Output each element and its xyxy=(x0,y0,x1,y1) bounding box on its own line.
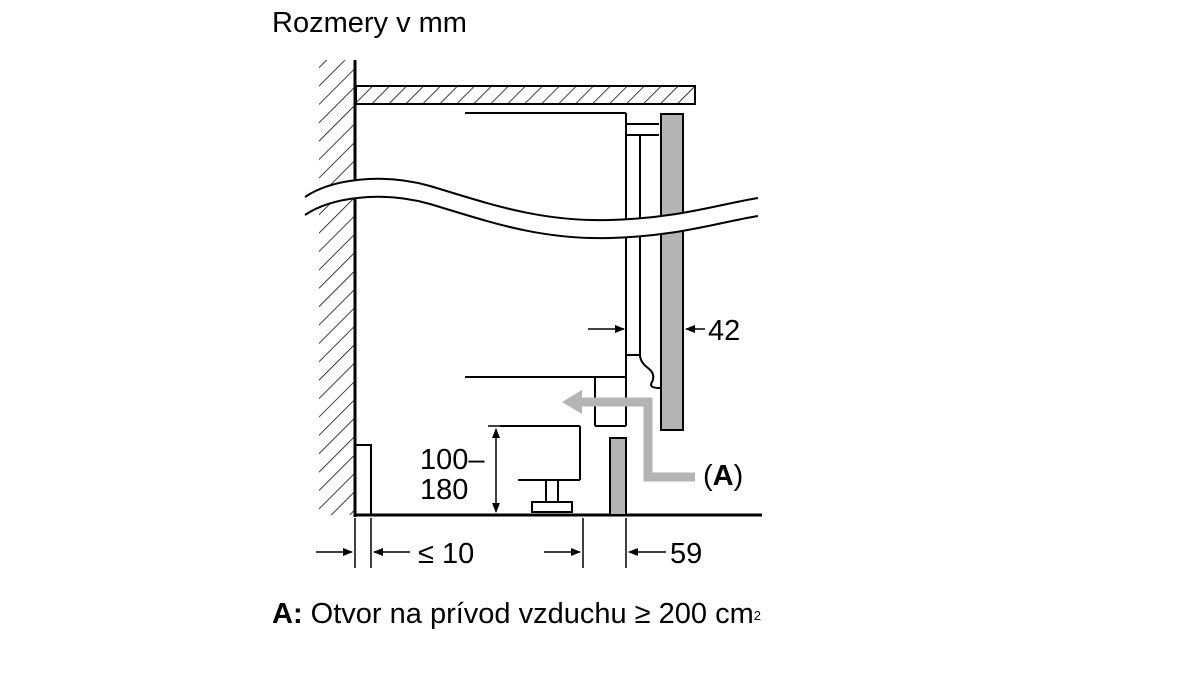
worktop xyxy=(355,85,696,105)
dimension-wall-gap xyxy=(316,518,410,568)
callout-open-paren: ( xyxy=(703,460,713,492)
callout-a: (A) xyxy=(703,460,743,492)
callout-letter: A xyxy=(713,460,734,492)
door-panel xyxy=(660,113,684,431)
dimension-plinth-height-line1: 100– xyxy=(420,444,485,476)
wall xyxy=(319,60,357,517)
dimension-plinth-height xyxy=(488,425,500,513)
callout-close-paren: ) xyxy=(734,460,744,492)
dimension-plinth-depth-label: 59 xyxy=(670,538,702,570)
break-wave xyxy=(304,177,759,240)
dimension-plinth-depth xyxy=(544,518,666,568)
diagram-title: Rozmery v mm xyxy=(272,7,467,39)
dimension-wall-gap-label: ≤ 10 xyxy=(418,538,474,570)
legend-key: A: xyxy=(272,598,303,630)
legend-superscript: 2 xyxy=(753,608,761,623)
airflow-arrow xyxy=(562,390,695,482)
appliance-foot xyxy=(531,479,573,513)
legend: A: Otvor na prívod vzduchu ≥ 200 cm2 xyxy=(272,597,761,631)
legend-text: Otvor na prívod vzduchu ≥ 200 cm xyxy=(302,598,754,630)
dimension-plinth-height-line2: 180 xyxy=(420,474,468,506)
dimension-side-gap-label: 42 xyxy=(708,315,740,347)
plinth-panel xyxy=(609,437,627,516)
